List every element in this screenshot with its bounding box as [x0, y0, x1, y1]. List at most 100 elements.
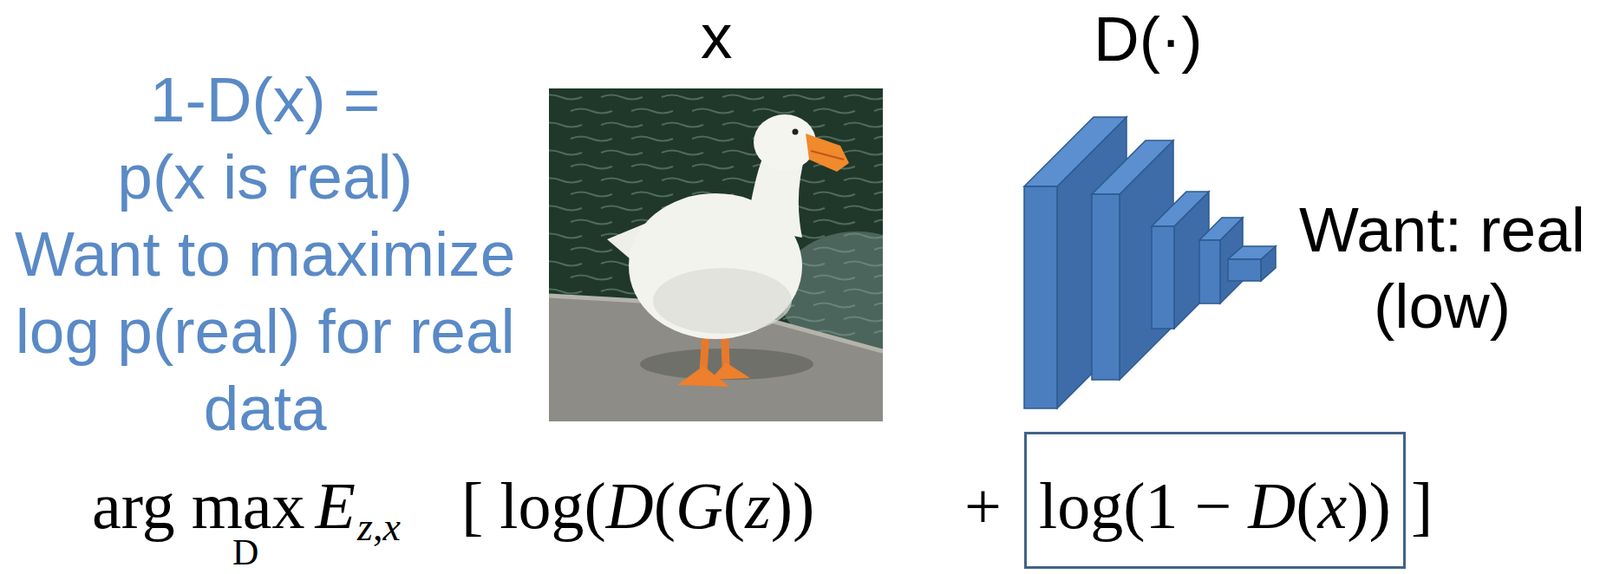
ripple — [843, 95, 883, 100]
ripple — [874, 275, 883, 281]
ripple — [570, 192, 613, 197]
ripple — [548, 234, 582, 239]
ripple — [813, 192, 856, 197]
ripple — [570, 248, 613, 253]
ripple — [600, 178, 643, 183]
math-variable: x — [1318, 469, 1348, 543]
ripple — [874, 248, 883, 253]
block-front — [1091, 194, 1120, 380]
ripple — [813, 109, 856, 114]
subscript-text: z,x — [357, 507, 401, 548]
ripple — [874, 109, 883, 114]
ripple — [600, 95, 643, 100]
text-line: Want: real — [1299, 191, 1586, 268]
ripple — [843, 178, 883, 183]
ripple — [548, 123, 582, 128]
ripple — [813, 303, 856, 308]
ripple — [843, 261, 883, 267]
ripple — [600, 206, 643, 211]
block-top — [1199, 217, 1243, 241]
ripple — [548, 150, 582, 156]
block-front — [1227, 259, 1261, 281]
text-line: log p(real) for real — [14, 292, 516, 370]
ripple — [813, 220, 856, 225]
ripple — [631, 137, 673, 142]
operator-text: arg max — [91, 472, 306, 539]
ripple — [692, 164, 734, 170]
block-front — [1199, 240, 1221, 304]
block-front — [1024, 186, 1058, 409]
ripple — [874, 303, 883, 308]
beak-line — [810, 150, 844, 160]
duck-head — [753, 114, 817, 170]
text-line: 1-D(x) = — [14, 60, 516, 138]
layer-block — [1227, 246, 1276, 281]
ripple — [570, 164, 613, 170]
ripple — [813, 248, 856, 253]
math-variable: z — [357, 504, 373, 549]
note-text: Want: real (low) — [1299, 191, 1586, 345]
ripple — [548, 178, 582, 183]
ripple — [722, 123, 765, 128]
duck-beak — [805, 133, 849, 172]
ripple — [570, 220, 613, 225]
ripple — [874, 220, 883, 225]
ripple — [548, 289, 582, 294]
ripple — [874, 137, 883, 142]
block-top — [1151, 191, 1209, 227]
ripple — [874, 164, 883, 170]
ripple — [631, 109, 673, 114]
text-line: (low) — [1299, 267, 1586, 345]
formula-operator: + — [964, 472, 1002, 539]
ripple — [661, 123, 704, 128]
math-variable: z — [744, 469, 771, 543]
ripple — [548, 95, 582, 100]
ripple — [570, 275, 613, 281]
math-variable: D — [606, 469, 654, 543]
ripple — [752, 109, 795, 114]
layer-block — [1091, 140, 1174, 380]
ripple — [813, 275, 856, 281]
ripple — [783, 95, 825, 100]
duck-photo — [548, 88, 883, 422]
formula-bracket: ] — [1410, 472, 1433, 539]
ripple — [843, 123, 883, 128]
ripple — [874, 331, 883, 336]
ripple — [548, 206, 582, 211]
ripple — [783, 317, 825, 322]
ripple — [722, 95, 765, 100]
ripple — [843, 317, 883, 322]
text-line: Want to maximize — [14, 215, 516, 293]
ripple — [874, 192, 883, 197]
annotation-text: 1-D(x) = p(x is real) Want to maximize l… — [14, 60, 516, 447]
block-top — [1227, 246, 1276, 260]
network-illustration — [1024, 117, 1276, 409]
math-variable: D — [1247, 469, 1296, 543]
highlight-box: log(1 − D(x)) — [1024, 431, 1406, 569]
ripple — [661, 95, 704, 100]
formula-term: log(1 − D(x)) — [1038, 472, 1392, 539]
ripple — [570, 137, 613, 142]
duck-eye — [792, 129, 799, 136]
input-label: x — [700, 4, 733, 68]
ripple — [570, 109, 613, 114]
ripple — [661, 150, 704, 156]
ripple — [692, 109, 734, 114]
ripple — [661, 178, 704, 183]
ripple — [843, 150, 883, 156]
ripple — [843, 289, 883, 294]
formula-term: [ log(D(G(z)) — [461, 472, 815, 539]
duck-belly-shade — [653, 267, 792, 334]
text-line: data — [14, 369, 516, 447]
text-line: p(x is real) — [14, 137, 516, 216]
ripple — [843, 234, 883, 239]
math-variable: x — [382, 504, 400, 549]
block-front — [1151, 226, 1175, 329]
math-variable: E — [315, 469, 356, 543]
duck-foot — [710, 362, 751, 380]
subscript-text: D — [232, 534, 259, 571]
ripple — [548, 261, 582, 267]
math-variable: G — [675, 469, 724, 543]
